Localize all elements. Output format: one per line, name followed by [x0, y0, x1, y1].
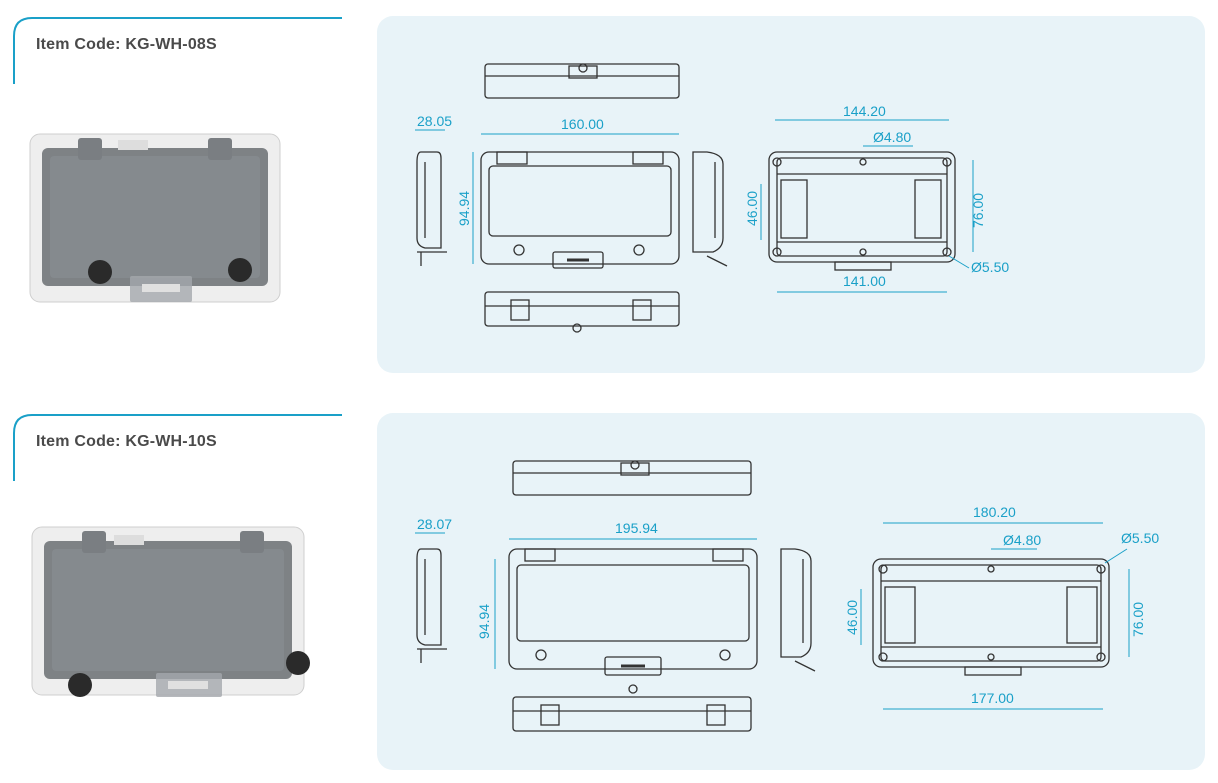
top-view — [484, 63, 680, 99]
dim-mount-width: 144.20 — [843, 103, 886, 119]
dim-depth: 28.05 — [417, 113, 452, 129]
drawing-panel: 28.05 160.00 94.94 144.20 Ø4.80 46.00 76… — [377, 16, 1205, 373]
item-code-tab: Item Code: KG-WH-10S — [12, 413, 344, 481]
item-code-tab-border — [13, 17, 342, 84]
dim-inner-height: 46.00 — [744, 191, 760, 226]
technical-drawing: 28.07 195.94 94.94 180.20 Ø4.80 46.00 76… — [415, 460, 1159, 732]
top-view — [512, 460, 752, 496]
dim-inner-height: 46.00 — [844, 600, 860, 635]
dim-front-width: 195.94 — [615, 520, 658, 536]
item-code-label: Item Code: KG-WH-10S — [36, 433, 217, 450]
dim-hole-small: Ø4.80 — [873, 129, 911, 145]
bottom-view — [512, 684, 752, 732]
dim-height: 94.94 — [456, 191, 472, 226]
dim-depth: 28.07 — [417, 516, 452, 532]
dim-base-width: 141.00 — [843, 273, 886, 289]
side-view-right — [780, 548, 816, 672]
technical-drawing: 28.05 160.00 94.94 144.20 Ø4.80 46.00 76… — [415, 63, 1009, 333]
side-view-left — [416, 548, 447, 663]
product-photo — [22, 513, 312, 713]
item-code-label: Item Code: KG-WH-08S — [36, 36, 217, 53]
dim-hole-large: Ø5.50 — [1121, 530, 1159, 546]
dim-height: 94.94 — [476, 604, 492, 639]
dim-outer-height: 76.00 — [1130, 602, 1146, 637]
side-view-right — [692, 151, 728, 267]
dim-hole-small: Ø4.80 — [1003, 532, 1041, 548]
mounting-view — [872, 558, 1110, 676]
front-view — [508, 548, 758, 676]
product-block-kg-wh-08s: Item Code: KG-WH-08S — [0, 0, 1218, 380]
dim-front-width: 160.00 — [561, 116, 604, 132]
bottom-view — [484, 291, 680, 333]
dim-outer-height: 76.00 — [970, 193, 986, 228]
dim-hole-large: Ø5.50 — [971, 259, 1009, 275]
item-code-tab: Item Code: KG-WH-08S — [12, 16, 344, 84]
dim-base-width: 177.00 — [971, 690, 1014, 706]
drawing-panel: 28.07 195.94 94.94 180.20 Ø4.80 46.00 76… — [377, 413, 1205, 770]
side-view-left — [416, 151, 447, 266]
product-photo — [22, 116, 312, 316]
dim-mount-width: 180.20 — [973, 504, 1016, 520]
product-block-kg-wh-10s: Item Code: KG-WH-10S — [0, 397, 1218, 777]
mounting-view — [768, 151, 956, 271]
front-view — [480, 151, 680, 269]
item-code-tab-border — [13, 414, 342, 481]
